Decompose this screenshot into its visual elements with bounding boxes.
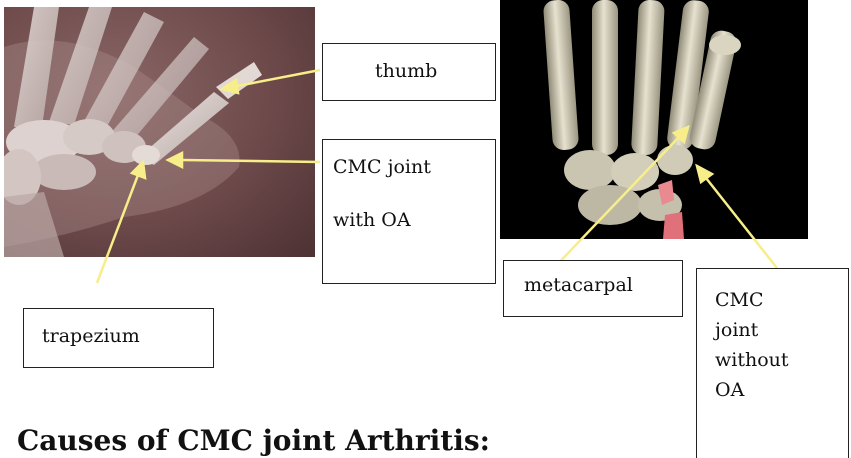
label-metacarpal: metacarpal	[503, 260, 683, 317]
label-cmc-without-oa-line3: without	[715, 345, 848, 375]
label-cmc-with-oa-line2: with OA	[333, 209, 495, 233]
hand-xray-image	[4, 7, 315, 257]
label-cmc-joint-with-oa: CMC joint with OA	[322, 139, 496, 284]
label-cmc-without-oa-line4: OA	[715, 375, 848, 405]
label-thumb-text: thumb	[375, 60, 437, 82]
section-heading: Causes of CMC joint Arthritis:	[17, 424, 490, 457]
label-trapezium-text: trapezium	[42, 325, 140, 347]
label-cmc-without-oa-line1: CMC	[715, 285, 848, 315]
xray-graphic	[4, 7, 315, 257]
hand-skeleton-model-image	[500, 0, 808, 239]
label-cmc-joint-without-oa: CMC joint without OA	[696, 268, 849, 458]
label-cmc-without-oa-line2: joint	[715, 315, 848, 345]
label-cmc-with-oa-line1: CMC joint	[333, 156, 495, 180]
label-trapezium: trapezium	[23, 308, 214, 368]
model-graphic	[500, 0, 808, 239]
label-thumb: thumb	[322, 43, 496, 101]
label-metacarpal-text: metacarpal	[524, 274, 633, 296]
